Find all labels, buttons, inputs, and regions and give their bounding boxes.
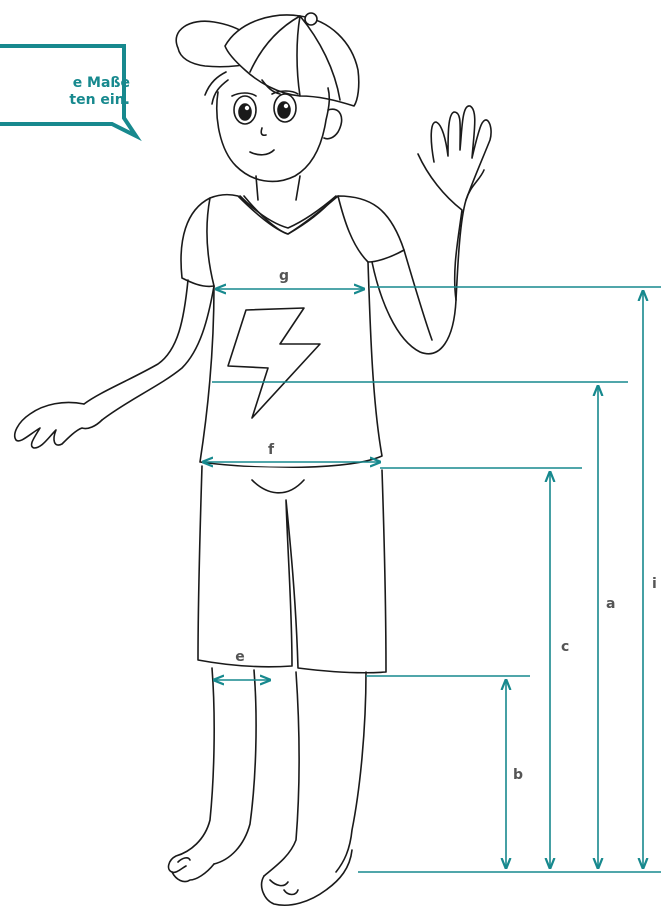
label-a: a xyxy=(606,596,615,612)
right-leg xyxy=(169,668,257,872)
label-i: i xyxy=(652,576,657,592)
right-hand xyxy=(15,402,102,448)
face xyxy=(217,88,330,181)
left-hand xyxy=(418,106,491,300)
boy-illustration xyxy=(15,13,491,905)
t-shirt xyxy=(181,195,404,468)
label-g: g xyxy=(279,268,289,284)
label-b: b xyxy=(513,767,523,783)
label-f: f xyxy=(268,442,275,458)
shorts xyxy=(198,466,386,673)
label-c: c xyxy=(561,639,569,655)
label-e: e xyxy=(235,649,245,665)
left-foot xyxy=(262,850,352,905)
right-foot xyxy=(172,858,214,882)
left-leg xyxy=(264,672,366,876)
eyes xyxy=(232,91,298,124)
right-arm-down xyxy=(84,280,214,420)
cap-icon xyxy=(176,13,359,106)
